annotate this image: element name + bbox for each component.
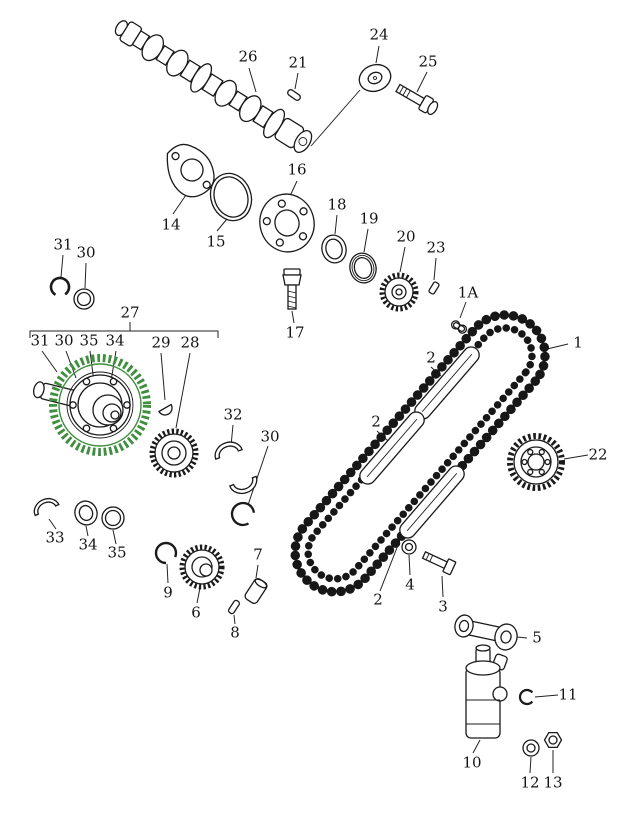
part-label-31a: 31: [53, 235, 73, 254]
circlip-9: [154, 541, 178, 565]
nut-13: [543, 731, 563, 749]
idler-arm-5: [454, 614, 518, 651]
part-label-21: 21: [288, 53, 308, 72]
part-label-11: 11: [558, 685, 578, 704]
pin-23: [428, 281, 440, 295]
flange-16: [259, 193, 315, 253]
part-label-5: 5: [532, 628, 542, 647]
bolt-25: [395, 83, 439, 116]
part-label-13: 13: [543, 773, 563, 792]
part-label-26: 26: [238, 47, 258, 66]
assembly-axis-line: [310, 89, 361, 147]
part-label-2c: 2: [373, 590, 383, 609]
part-label-35a: 35: [107, 543, 127, 562]
part-label-10: 10: [462, 753, 482, 772]
part-label-6: 6: [191, 603, 201, 622]
part-label-2a: 2: [426, 348, 436, 367]
ring-18: [321, 234, 347, 264]
part-label-20: 20: [396, 227, 416, 246]
part-label-16: 16: [287, 160, 307, 179]
sprocket-6: [179, 544, 225, 590]
sprocket-22: [507, 433, 565, 491]
clip-11: [518, 688, 536, 706]
part-label-22: 22: [588, 445, 608, 464]
part-label-34a: 34: [78, 535, 98, 554]
washer-12: [522, 739, 540, 757]
sprocket-20: [379, 272, 419, 312]
part-label-1A: 1A: [457, 283, 479, 302]
part-label-8: 8: [230, 623, 240, 642]
cylinder-7: [244, 578, 268, 604]
camshaft: [114, 20, 313, 154]
chain-link-1A: [450, 320, 468, 334]
pin-8: [227, 599, 241, 615]
part-label-29: 29: [151, 333, 171, 352]
woodruff-key-21: [287, 89, 301, 101]
timing-gear-27: [49, 354, 151, 456]
part-label-33: 33: [45, 528, 65, 547]
part-label-9: 9: [163, 583, 173, 602]
part-label-23: 23: [426, 238, 446, 257]
part-label-14: 14: [161, 215, 181, 234]
part-label-34b: 34: [105, 331, 125, 350]
part-label-35b: 35: [79, 331, 99, 350]
part-label-31b: 31: [30, 331, 50, 350]
washer-disc-24: [358, 63, 392, 93]
part-label-12: 12: [520, 773, 540, 792]
part-label-24: 24: [369, 25, 389, 44]
part-label-28: 28: [180, 333, 200, 352]
part-label-32: 32: [223, 405, 243, 424]
seal-ring-15: [209, 172, 253, 222]
ring-19: [349, 252, 377, 284]
bushing-34: [74, 500, 98, 526]
sprocket-28: [149, 428, 199, 478]
chain-guide-rail-2b: [359, 411, 425, 485]
part-label-1: 1: [573, 333, 583, 352]
circlip-31: [49, 276, 71, 298]
part-label-30c: 30: [260, 427, 280, 446]
part-label-27: 27: [120, 303, 140, 322]
part-label-3: 3: [438, 597, 448, 616]
woodruff-key-29: [158, 403, 173, 416]
part-label-18: 18: [327, 195, 347, 214]
bolt-3: [421, 550, 457, 576]
part-label-25: 25: [418, 52, 438, 71]
part-label-30b: 30: [54, 331, 74, 350]
chain-tensioner-10: [465, 644, 508, 739]
circlip-30c: [230, 501, 256, 527]
group-bracket-27: [29, 322, 219, 338]
chain-guide-rail-2c: [399, 465, 465, 539]
part-label-17: 17: [285, 323, 305, 342]
part-label-15: 15: [206, 232, 226, 251]
part-label-30a: 30: [76, 243, 96, 262]
part-label-19: 19: [359, 209, 379, 228]
bearing-shell-33: [33, 497, 60, 517]
ring-35: [101, 506, 125, 530]
snap-ring-30: [73, 288, 95, 310]
bolt-17: [282, 268, 302, 310]
bearing-shells-32: [214, 441, 258, 495]
part-label-4: 4: [405, 575, 415, 594]
part-label-7: 7: [253, 545, 263, 564]
gasket-14: [166, 143, 215, 198]
washer-4: [401, 539, 417, 555]
part-label-2b: 2: [371, 412, 381, 431]
